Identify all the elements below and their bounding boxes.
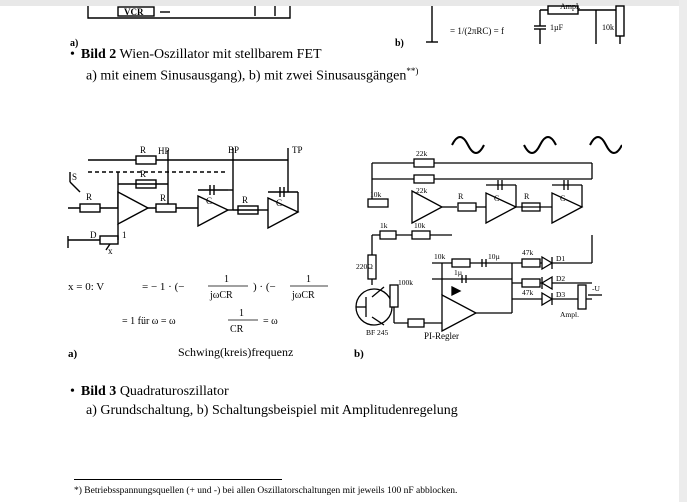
fig3a-c2: C: [276, 198, 282, 208]
fig3a-rn2: R: [242, 195, 248, 205]
fig3a-x: x: [108, 246, 113, 256]
fig3b-circuit: 22k 22k 10k 1k 10k 220Ω 100k 10k 1µ 10µ …: [355, 136, 622, 341]
fig3a-r1: R: [140, 145, 146, 155]
footnote-rule: [74, 479, 282, 480]
fig3b-c1: C: [494, 194, 499, 203]
footnote-mark: **): [406, 66, 419, 76]
fig3b-d1: D1: [556, 254, 565, 263]
vcr-label: VCR: [124, 7, 144, 17]
fig3a-tp: TP: [292, 145, 303, 155]
fig3a-rn1: R: [160, 193, 166, 203]
fig3b-10k-c: 10k: [434, 252, 446, 261]
fig3b-bf: BF 245: [366, 328, 389, 337]
fig3b-rn1: R: [458, 192, 464, 201]
eq-ws: = ω: [263, 316, 278, 327]
eq-line2: = 1 für ω = ω: [122, 316, 176, 327]
svg-text:1: 1: [306, 274, 311, 285]
bild2-title-bold: Bild 2: [80, 47, 117, 62]
eq-cr: CR: [230, 324, 244, 335]
fig3b-pi: PI-Regler: [424, 331, 459, 341]
svg-text:) · (−: ) · (−: [253, 281, 276, 293]
svg-text:jωCR: jωCR: [291, 290, 315, 301]
fig2b-label: b): [395, 38, 404, 49]
svg-text:1: 1: [239, 308, 244, 319]
bild2-subtitle: a) mit einem Sinusausgang), b) mit zwei …: [86, 66, 419, 84]
fig3a-r3: R: [86, 192, 92, 202]
fig3a-circuit: HP BP TP R R R S R R C C D 1 x: [67, 145, 303, 256]
footnote-text: *) Betriebsspannungsquellen (+ und -) be…: [74, 486, 458, 496]
svg-text:1: 1: [224, 274, 229, 285]
bullet: •: [70, 384, 75, 399]
fig3b-label: b): [354, 348, 364, 360]
fig3b-d2: D2: [556, 274, 565, 283]
fig3a-equation: x = 0: V = − 1 · (− 1 jωCR ) · (− 1 jωCR…: [68, 272, 330, 345]
scrollbar-track[interactable]: [679, 0, 687, 502]
equation-svg: x = 0: V = − 1 · (− 1 jωCR ) · (− 1 jωCR…: [68, 274, 330, 335]
ampl-label-top: Ampl.: [560, 2, 580, 11]
fig3b-rn2: R: [524, 192, 530, 201]
svg-text:jωCR: jωCR: [209, 290, 233, 301]
fig3b-d3: D3: [556, 290, 565, 299]
svg-text:= − 1 · (−: = − 1 · (−: [142, 281, 184, 293]
fig3b-47k-b: 47k: [522, 288, 534, 297]
bullet: •: [70, 47, 75, 62]
fig3b-c2: C: [560, 194, 565, 203]
fig3a-d: D: [90, 230, 97, 240]
fig3a-one: 1: [122, 230, 127, 240]
bild3-title-rest: Quadraturoszillator: [116, 384, 229, 399]
fig3b-47k-a: 47k: [522, 248, 534, 257]
fig3a-c1: C: [206, 196, 212, 206]
fig3a-s: S: [72, 172, 77, 182]
fig3b-1u: 1µ: [454, 268, 463, 277]
bild2-figure-partial: VCR = 1/(2πRC) = f Ampl. 1µF 10k a) b): [70, 2, 625, 49]
fig3b-100k: 100k: [398, 278, 413, 287]
fig3b-22k-b: 22k: [416, 186, 428, 195]
bild3-subtitle: a) Grundschaltung, b) Schaltungsbeispiel…: [86, 403, 458, 418]
bild2-title-rest: Wien-Oszillator mit stellbarem FET: [116, 47, 322, 62]
bild3-caption: • Bild 3 Quadraturoszillator: [70, 384, 229, 400]
fig3b-22k-a: 22k: [416, 149, 428, 158]
fig3b-ub: -U: [592, 284, 600, 293]
bild2-caption: • Bild 2 Wien-Oszillator mit stellbarem F…: [70, 47, 322, 63]
fig3b-10k-a: 10k: [370, 190, 382, 199]
top-border: [0, 0, 687, 6]
fig3a-r2: R: [140, 169, 146, 179]
eq-line1: x = 0: V: [68, 281, 104, 293]
fig3a-label: a): [68, 348, 78, 360]
formula-fo: = 1/(2πRC) = f: [450, 26, 504, 36]
fig2a-label: a): [70, 38, 78, 49]
fig3b-1k: 1k: [380, 221, 388, 230]
tenk-label: 10k: [602, 23, 614, 32]
fig3a-schwing: Schwing(kreis)frequenz: [178, 345, 294, 359]
fig3a-bp: BP: [228, 145, 239, 155]
fig3b-ampl: Ampl.: [560, 310, 579, 319]
uf-label: 1µF: [550, 23, 564, 32]
fig3a-hp: HP: [158, 146, 170, 156]
fig3b-220: 220Ω: [356, 262, 373, 271]
bild3-title-bold: Bild 3: [80, 384, 117, 399]
fig3b-10k-b: 10k: [414, 221, 426, 230]
fig3b-10u: 10µ: [488, 252, 501, 261]
